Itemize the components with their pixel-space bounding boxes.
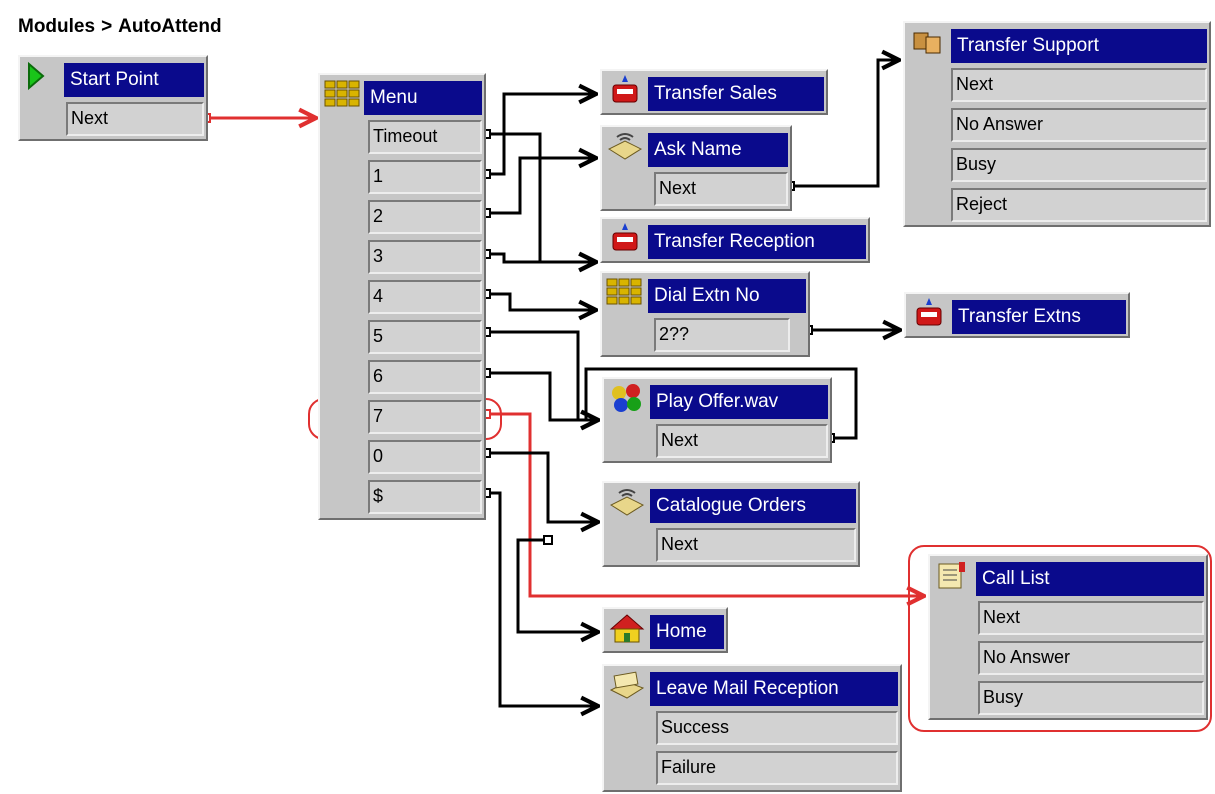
keypad-icon xyxy=(323,79,363,109)
menu-title: Menu xyxy=(364,81,482,115)
ask-name-node[interactable]: Ask Name Next xyxy=(600,125,792,211)
connection-menu-timeout xyxy=(486,132,596,262)
home-node[interactable]: Home xyxy=(602,607,728,653)
breadcrumb: Modules>AutoAttend xyxy=(18,16,222,38)
transfer-support-node[interactable]: Transfer Support Next No Answer Busy Rej… xyxy=(903,21,1211,227)
connection-menu-1 xyxy=(486,94,596,176)
menu-result-6[interactable]: 6 xyxy=(368,360,482,394)
start-arrow-icon xyxy=(23,61,63,91)
catalogue-orders-result-next[interactable]: Next xyxy=(656,528,856,562)
call-list-result-busy[interactable]: Busy xyxy=(978,681,1204,715)
generic-action-icon xyxy=(607,383,647,413)
menu-result-timeout[interactable]: Timeout xyxy=(368,120,482,154)
ask-name-title: Ask Name xyxy=(648,133,788,167)
connection-menu-4 xyxy=(486,292,596,310)
transfer-support-result-reject[interactable]: Reject xyxy=(951,188,1207,222)
call-list-title: Call List xyxy=(976,562,1204,596)
menu-result-7[interactable]: 7 xyxy=(368,400,482,434)
transfer-reception-title: Transfer Reception xyxy=(648,225,866,259)
dial-extn-result-2qq[interactable]: 2?? xyxy=(654,318,790,352)
record-icon xyxy=(607,487,647,517)
record-icon xyxy=(605,131,645,161)
connection-menu- xyxy=(486,491,598,706)
start-point-title: Start Point xyxy=(64,63,204,97)
leave-mail-title: Leave Mail Reception xyxy=(650,672,898,706)
start-point-result-next[interactable]: Next xyxy=(66,102,204,136)
dial-extn-title: Dial Extn No xyxy=(648,279,806,313)
call-list-result-next[interactable]: Next xyxy=(978,601,1204,635)
connection-terminal[interactable] xyxy=(543,535,553,545)
menu-result-1[interactable]: 1 xyxy=(368,160,482,194)
call-list-node[interactable]: Call List Next No Answer Busy xyxy=(928,554,1208,720)
catalogue-orders-node[interactable]: Catalogue Orders Next xyxy=(602,481,860,567)
call-list-icon xyxy=(933,560,973,590)
connection-menu-0 xyxy=(486,451,598,522)
transfer-sales-node[interactable]: Transfer Sales xyxy=(600,69,828,115)
call-list-result-no-answer[interactable]: No Answer xyxy=(978,641,1204,675)
transfer-support-result-busy[interactable]: Busy xyxy=(951,148,1207,182)
menu-result-2[interactable]: 2 xyxy=(368,200,482,234)
start-point-node[interactable]: Start Point Next xyxy=(18,55,208,141)
connection-menu-2 xyxy=(486,158,596,215)
transfer-support-result-next[interactable]: Next xyxy=(951,68,1207,102)
menu-node[interactable]: Menu Timeout 1 2 3 4 5 6 7 0 $ xyxy=(318,73,486,520)
transfer-phone-icon xyxy=(909,298,949,328)
transfer-extns-title: Transfer Extns xyxy=(952,300,1126,334)
transfer-sales-title: Transfer Sales xyxy=(648,77,824,111)
play-offer-title: Play Offer.wav xyxy=(650,385,828,419)
leave-mail-result-success[interactable]: Success xyxy=(656,711,898,745)
leave-mail-result-failure[interactable]: Failure xyxy=(656,751,898,785)
dial-extn-node[interactable]: Dial Extn No 2?? xyxy=(600,271,810,357)
home-title: Home xyxy=(650,615,724,649)
menu-result-5[interactable]: 5 xyxy=(368,320,482,354)
catalogue-orders-title: Catalogue Orders xyxy=(650,489,856,523)
transfer-phone-icon xyxy=(605,223,645,253)
menu-result-0[interactable]: 0 xyxy=(368,440,482,474)
ask-name-result-next[interactable]: Next xyxy=(654,172,788,206)
connection-catalogue-next xyxy=(516,538,598,632)
menu-result-4[interactable]: 4 xyxy=(368,280,482,314)
breadcrumb-separator: > xyxy=(101,16,113,37)
breadcrumb-parent[interactable]: Modules xyxy=(18,16,96,37)
transfer-phone-icon xyxy=(605,75,645,105)
breadcrumb-current: AutoAttend xyxy=(118,16,222,37)
home-icon xyxy=(607,613,647,643)
leave-mail-node[interactable]: Leave Mail Reception Success Failure xyxy=(602,664,902,792)
connection-menu-6 xyxy=(486,371,598,420)
play-offer-result-next[interactable]: Next xyxy=(656,424,828,458)
transfer-support-result-no-answer[interactable]: No Answer xyxy=(951,108,1207,142)
connection-menu-5 xyxy=(486,330,598,420)
transfer-support-title: Transfer Support xyxy=(951,29,1207,63)
play-offer-node[interactable]: Play Offer.wav Next xyxy=(602,377,832,463)
menu-result-dollar[interactable]: $ xyxy=(368,480,482,514)
connection-menu-3 xyxy=(486,254,596,262)
menu-result-3[interactable]: 3 xyxy=(368,240,482,274)
transfer-reception-node[interactable]: Transfer Reception xyxy=(600,217,870,263)
assisted-transfer-icon xyxy=(908,27,948,57)
transfer-extns-node[interactable]: Transfer Extns xyxy=(904,292,1130,338)
keypad-icon xyxy=(605,277,645,307)
leave-mail-icon xyxy=(607,670,647,700)
